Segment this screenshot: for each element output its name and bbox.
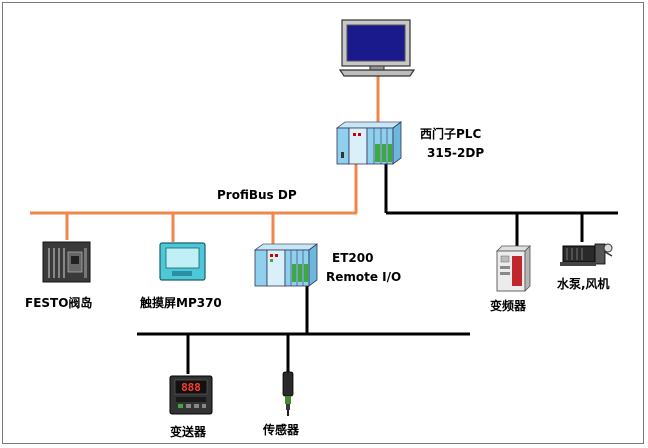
sensor-icon — [282, 371, 294, 416]
profibus-lines — [30, 76, 380, 246]
diagram-frame — [2, 2, 644, 444]
festo-label: FESTO阀岛 — [25, 296, 93, 310]
festo-valve-island-icon — [42, 241, 91, 283]
et200-label-type: Remote I/O — [326, 270, 402, 284]
touchscreen-label: 触摸屏MP370 — [140, 296, 222, 310]
transmitter-label: 变送器 — [170, 425, 207, 439]
pump-fan-label: 水泵,风机 — [557, 277, 610, 291]
sensor-label: 传感器 — [263, 423, 300, 437]
plc-label-model: 315-2DP — [427, 146, 485, 160]
monitor-icon — [338, 19, 416, 77]
transmitter-icon: 888 — [169, 375, 213, 415]
transmitter-display: 888 — [181, 381, 201, 394]
plc-label-name: 西门子PLC — [420, 127, 482, 141]
touch-panel-icon — [159, 242, 206, 281]
plc-icon — [335, 121, 403, 165]
pump-fan-icon — [560, 243, 613, 266]
black-bus-lines — [137, 163, 618, 374]
et200-icon — [253, 243, 319, 287]
et200-label-name: ET200 — [332, 251, 374, 265]
inverter-label: 变频器 — [490, 299, 527, 313]
profibus-label: ProfiBus DP — [217, 188, 297, 202]
inverter-icon — [496, 245, 531, 292]
